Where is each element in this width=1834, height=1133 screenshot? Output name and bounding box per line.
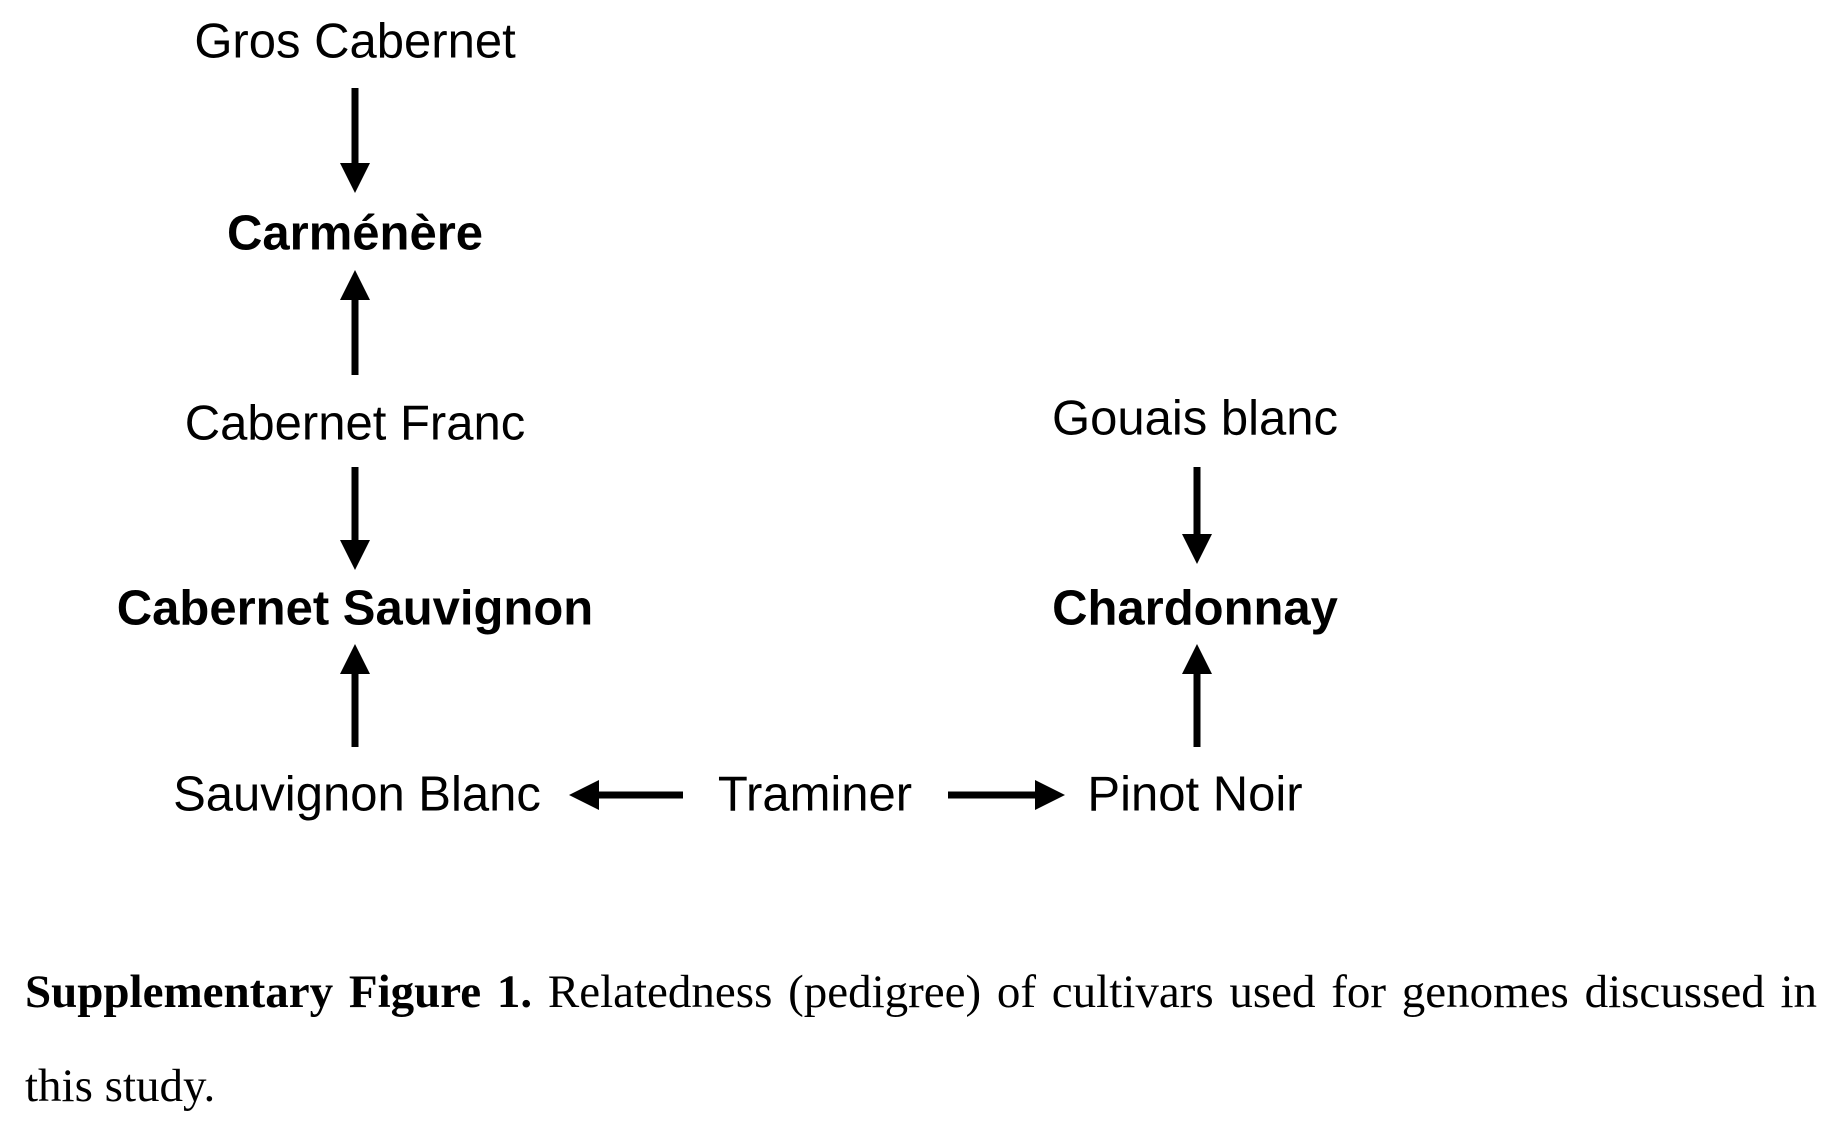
caption-text: Relatedness (pedigree) of cultivars used…: [25, 966, 1818, 1112]
pedigree-arrows: [340, 88, 1212, 810]
node-cabernet-sauvignon: Cabernet Sauvignon: [116, 581, 594, 636]
figure-caption: Supplementary Figure 1. Relatedness (ped…: [25, 945, 1817, 1133]
node-gros-cabernet: Gros Cabernet: [194, 14, 516, 69]
caption-label: Supplementary Figure 1.: [25, 966, 533, 1018]
node-chardonnay: Chardonnay: [1052, 581, 1338, 636]
node-traminer: Traminer: [717, 767, 913, 822]
node-cabernet-franc: Cabernet Franc: [184, 396, 526, 451]
node-gouais-blanc: Gouais blanc: [1051, 391, 1339, 446]
node-sauvignon-blanc: Sauvignon Blanc: [173, 767, 541, 822]
node-carmenere: Carménère: [226, 206, 484, 261]
node-pinot-noir: Pinot Noir: [1087, 767, 1303, 822]
